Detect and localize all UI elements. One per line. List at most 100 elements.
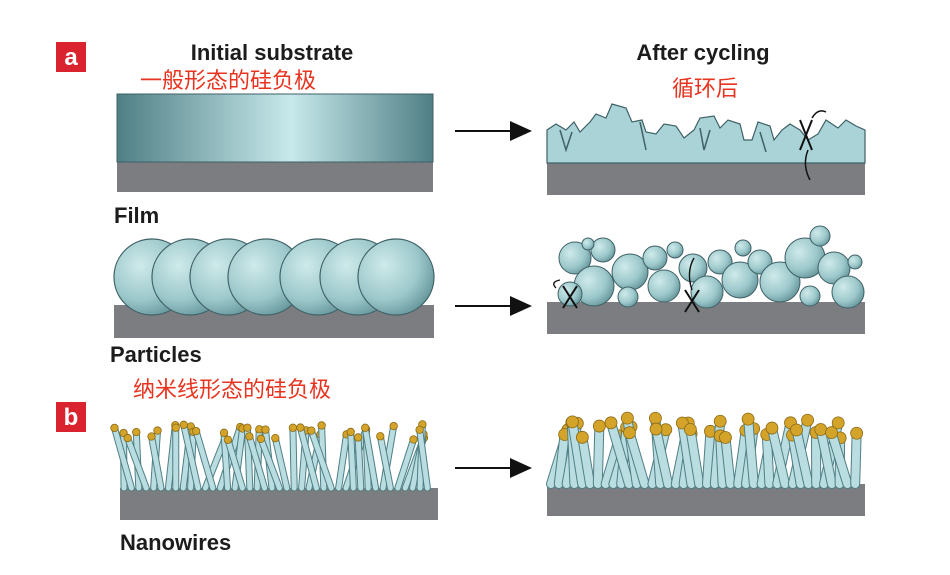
- label-nanowires-cn: 纳米线形态的硅负极: [133, 378, 331, 403]
- nanowire-after-core: [593, 422, 604, 488]
- nanowire-after-core: [744, 415, 758, 488]
- nanowire-initial-core: [290, 425, 297, 491]
- film-substrate: [117, 162, 433, 192]
- nanowire-tip: [649, 422, 663, 436]
- nanowire-initial-core: [246, 433, 268, 491]
- nanowire-tip: [592, 419, 606, 433]
- nanowire-initial-core: [181, 422, 201, 491]
- nanowire-after-core: [578, 433, 594, 488]
- nanowire-tip: [719, 431, 732, 444]
- nanowire-initial-core: [308, 428, 334, 491]
- panel-b-letter: b: [64, 404, 79, 431]
- nanowire-tip: [243, 423, 252, 432]
- panel-a-badge: a: [56, 42, 86, 72]
- nanowire-tip: [245, 432, 254, 441]
- label-film: Film: [114, 203, 159, 228]
- nanowire-initial-core: [417, 427, 430, 491]
- nanowire-tip: [850, 426, 864, 440]
- nanowire-tip: [110, 423, 119, 433]
- particles-initial: [113, 238, 435, 338]
- nanowire-tip: [604, 416, 618, 430]
- nanowire-initial-core: [336, 431, 350, 491]
- film-silicon-layer: [116, 93, 434, 163]
- nanowire-initial-core: [395, 436, 417, 491]
- nanowire-tip: [171, 423, 180, 432]
- nanowires-initial: [110, 420, 438, 520]
- nanowire-tip: [147, 432, 156, 441]
- nanowire-tip: [132, 427, 141, 437]
- nanowire-tip: [649, 411, 662, 425]
- nanowire-tip: [575, 430, 589, 444]
- nanowire-tip: [288, 423, 298, 432]
- particles-after: [547, 225, 865, 334]
- nanowire-tip: [620, 411, 634, 425]
- nanowire-after-core: [554, 430, 569, 488]
- nanowire-tip: [801, 413, 814, 427]
- nanowire-initial-core: [125, 435, 149, 491]
- nanowire-tip: [361, 423, 370, 432]
- nanowire-tip: [741, 412, 755, 426]
- nanowire-initial-core: [111, 425, 134, 491]
- nanowire-initial-core: [272, 435, 290, 491]
- particles-crack-x-icon-1: [562, 285, 578, 309]
- film-crack-x-icon: [799, 119, 813, 151]
- nanowire-after-core: [716, 431, 727, 488]
- nanowire-tip: [623, 426, 636, 440]
- header-initial-cn: 一般形态的硅负极: [140, 69, 316, 94]
- nanowire-tip: [346, 427, 355, 437]
- nanowire-tip: [123, 433, 132, 443]
- film-after: [546, 103, 866, 195]
- nanowire-after-core: [686, 425, 704, 488]
- nanowire-after-core: [767, 424, 789, 488]
- nanowires-after-substrate: [547, 484, 865, 516]
- nanowire-after-core: [827, 428, 852, 488]
- panel-b-badge: b: [56, 402, 86, 432]
- nanowire-after-core: [703, 427, 715, 488]
- nanowire-tip: [713, 414, 727, 428]
- label-particles: Particles: [110, 342, 202, 367]
- nanowire-tip: [353, 433, 363, 442]
- nanowire-tip: [831, 416, 845, 430]
- nanowire-initial-core: [362, 425, 379, 491]
- panel-a-letter: a: [64, 44, 78, 71]
- nanowire-tip: [415, 425, 424, 434]
- nanowire-after-core: [678, 419, 696, 488]
- film-initial: [116, 93, 434, 192]
- nanowire-initial-core: [377, 433, 393, 491]
- nanowire-tip: [814, 423, 828, 436]
- nanowire-after-core: [762, 430, 774, 488]
- nanowire-tip: [296, 423, 305, 432]
- nanowire-tip: [153, 426, 162, 435]
- nanowire-initial-core: [258, 436, 282, 491]
- nanowires-after: [546, 411, 865, 516]
- nanowire-tip: [191, 426, 201, 436]
- nanowire-after-core: [792, 425, 813, 488]
- nanowire-tip: [179, 420, 188, 429]
- nanowire-after-core: [568, 417, 587, 488]
- nanowire-after-core: [607, 418, 633, 488]
- nanowire-after-core: [734, 426, 750, 488]
- nanowire-tip: [389, 421, 398, 431]
- nanowire-initial-core: [225, 437, 245, 491]
- nanowire-tip: [790, 423, 803, 437]
- header-after-cn: 循环后: [672, 77, 738, 102]
- header-after-cycling: After cycling: [636, 40, 769, 65]
- label-nanowires: Nanowires: [120, 530, 231, 555]
- nanowire-initial-core: [297, 425, 319, 491]
- nanowire-initial-core: [380, 423, 397, 491]
- nanowire-tip: [271, 433, 280, 443]
- nanowire-tip: [307, 426, 316, 435]
- nanowire-tip: [261, 425, 270, 434]
- nanowire-tip: [765, 421, 779, 435]
- nanowire-tip: [219, 428, 229, 437]
- nanowire-initial-core: [193, 428, 216, 491]
- nanowire-initial-core: [355, 434, 364, 491]
- nanowire-after-core: [816, 425, 836, 488]
- nanowires-substrate: [120, 488, 438, 520]
- nanowire-initial-core: [348, 429, 356, 491]
- nanowire-tip: [825, 426, 838, 440]
- nanowire-after-core: [652, 425, 672, 488]
- nanowire-after-core: [721, 433, 735, 488]
- nanowire-tip: [683, 423, 697, 436]
